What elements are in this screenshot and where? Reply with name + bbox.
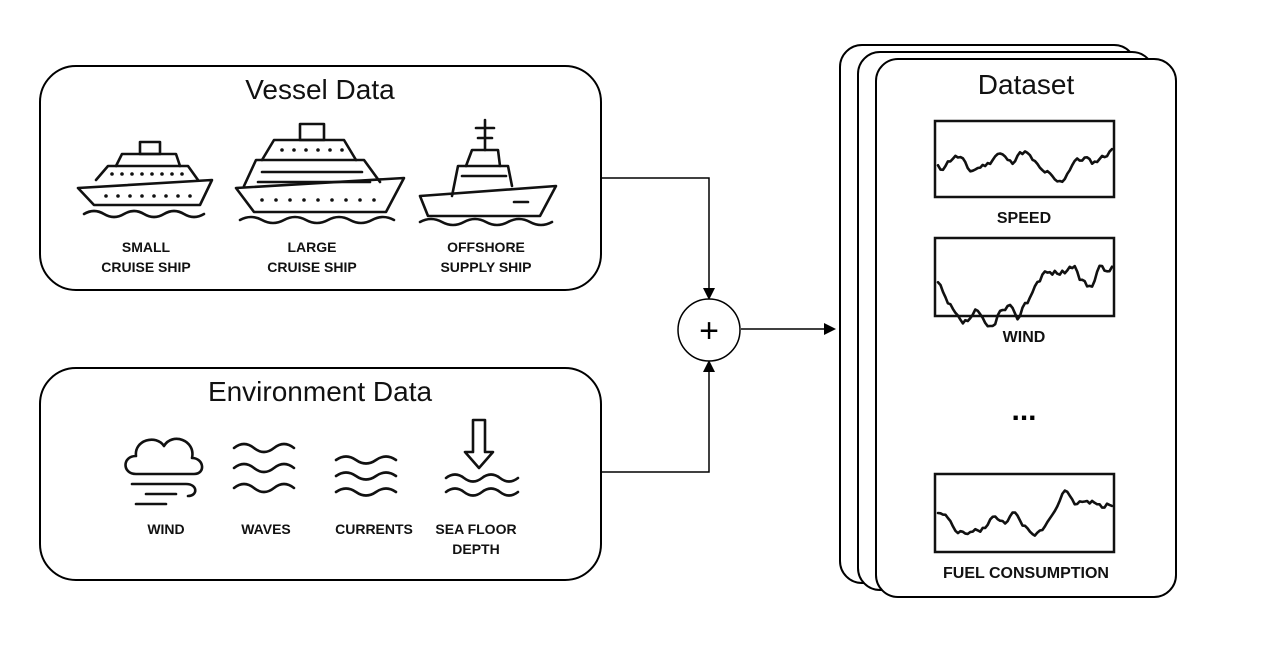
environment-to-combine-arrow xyxy=(601,360,715,473)
waves-icon xyxy=(232,442,296,494)
currents-icon xyxy=(334,455,398,497)
offshore-supply-ship-label-line2: SUPPLY SHIP xyxy=(440,259,531,275)
combine-node: + xyxy=(677,298,741,362)
environment-data-box xyxy=(39,367,602,581)
speed-series-line xyxy=(936,147,1114,184)
small-cruise-ship-label-line2: CRUISE SHIP xyxy=(101,259,190,275)
environment-data-title: Environment Data xyxy=(208,376,433,407)
large-cruise-ship-icon xyxy=(234,122,406,225)
fuel-consumption-plot-frame xyxy=(933,472,1116,554)
currents-label: CURRENTS xyxy=(335,521,413,537)
waves-label: WAVES xyxy=(241,521,291,537)
large-cruise-ship-label-line2: CRUISE SHIP xyxy=(267,259,356,275)
speed-label: SPEED xyxy=(997,210,1051,227)
wind-env-label: WIND xyxy=(147,521,184,537)
dataset-stack: Dataset SPEED WIND ... FUEL CONSUMPTION xyxy=(839,44,1177,598)
dataset-title: Dataset xyxy=(978,69,1075,100)
small-cruise-ship-label-line1: SMALL xyxy=(122,239,171,255)
fuel-consumption-label: FUEL CONSUMPTION xyxy=(943,565,1109,582)
plus-symbol: + xyxy=(699,312,719,350)
connectors xyxy=(601,177,836,473)
small-cruise-ship-icon xyxy=(76,140,214,219)
vessel-data-title: Vessel Data xyxy=(245,74,395,105)
vessel-data-panel: Vessel Data SMALL CRUISE SHIP xyxy=(39,65,602,291)
vessel-to-combine-arrow xyxy=(601,177,715,300)
large-cruise-ship-label-line1: LARGE xyxy=(288,239,337,255)
sea-floor-depth-icon xyxy=(444,418,520,497)
offshore-supply-ship-icon xyxy=(418,118,558,227)
sea-floor-depth-label-line1: SEA FLOOR xyxy=(435,521,516,537)
offshore-supply-ship-label-line1: OFFSHORE xyxy=(447,239,525,255)
fuel-consumption-series-line xyxy=(936,489,1114,537)
wind-label: WIND xyxy=(1003,329,1046,346)
ellipsis: ... xyxy=(1011,394,1036,427)
environment-data-panel: Environment Data WIND WAVES CURRENTS xyxy=(39,367,602,581)
wind-cloud-icon xyxy=(124,437,204,506)
sea-floor-depth-label-line2: DEPTH xyxy=(452,541,499,557)
wind-series-line xyxy=(936,264,1114,328)
